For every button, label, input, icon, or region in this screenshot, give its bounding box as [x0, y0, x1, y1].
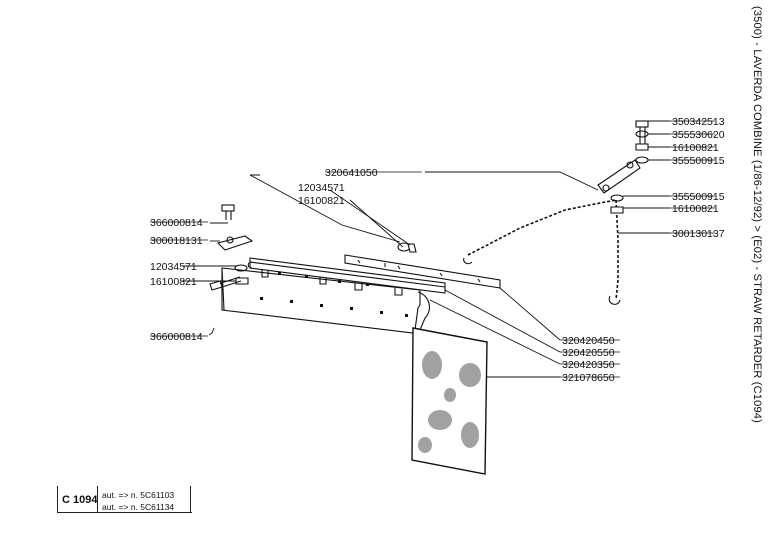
reference-line: aut. => n. 5C61134: [102, 502, 175, 512]
leader-lines: [182, 120, 670, 378]
chain-bracket: [597, 159, 641, 194]
part-label: 321078650: [562, 372, 615, 384]
washer-left: [234, 264, 249, 285]
part-label: 12034571: [150, 261, 197, 273]
reference-divider: [97, 486, 98, 512]
part-label: 16100821: [298, 195, 345, 207]
part-label: 300130137: [672, 228, 725, 240]
chain: [463, 199, 621, 305]
page-title: (3500) - LAVERDA COMBINE (1/86-12/92) > …: [751, 6, 763, 423]
part-label: 366000814: [150, 331, 203, 343]
part-label: 320641050: [325, 167, 378, 179]
reference-divider: [190, 486, 191, 512]
nut-washer-mid: [397, 242, 417, 253]
part-label: 16100821: [672, 203, 719, 215]
part-label: 320420450: [562, 335, 615, 347]
reference-line: aut. => n. 5C61103: [102, 490, 175, 500]
label-rules: [150, 120, 715, 378]
reference-code: C 1094: [62, 494, 98, 506]
part-label: 320420350: [562, 359, 615, 371]
part-label: 355500915: [672, 155, 725, 167]
part-label: 12034571: [298, 182, 345, 194]
part-label: 366000814: [150, 217, 203, 229]
retarder-plate: [221, 257, 446, 334]
reference-box: [57, 486, 192, 513]
part-label: 320420550: [562, 347, 615, 359]
bolt-left-top: [221, 204, 235, 220]
part-label: 355500915: [672, 191, 725, 203]
part-label: 355530620: [672, 129, 725, 141]
part-label: 16100821: [150, 276, 197, 288]
rubber-flap: [411, 327, 488, 475]
part-label: 350342513: [672, 116, 725, 128]
part-label: 300018131: [150, 235, 203, 247]
bolt-left-bottom: [209, 276, 242, 291]
clamp-300018131: [216, 235, 254, 251]
part-label: 16100821: [672, 142, 719, 154]
